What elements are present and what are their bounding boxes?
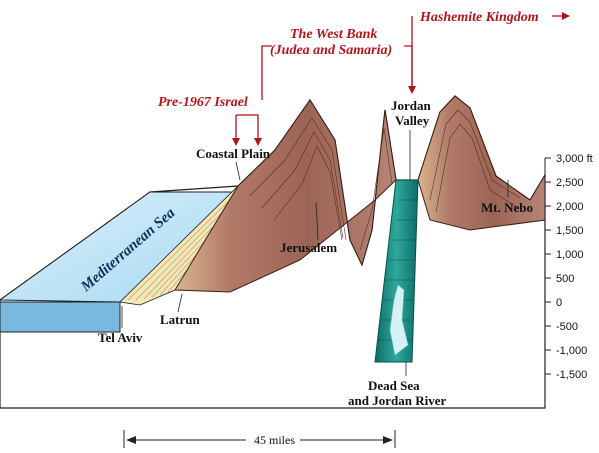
region-arrowheads [232, 12, 570, 146]
tick-label: 3,000 ft [556, 153, 593, 165]
label-distance: 45 miles [254, 433, 295, 447]
label-pre-1967-israel: Pre-1967 Israel [158, 95, 248, 110]
tick-label: 1,000 [556, 249, 584, 261]
dead-sea-water [389, 284, 409, 356]
tick-label: 0 [556, 297, 562, 309]
label-latrun: Latrun [160, 312, 201, 327]
label-hashemite-kingdom: Hashemite Kingdom [419, 10, 539, 25]
label-jordan-river: and Jordan River [348, 393, 446, 408]
region-arrows [235, 15, 564, 140]
label-jordan: Jordan [391, 98, 432, 113]
tick-label: 2,500 [556, 177, 584, 189]
label-jerusalem: Jerusalem [280, 240, 337, 255]
tick-label: -1,000 [556, 345, 587, 357]
tick-label: 1,500 [556, 225, 584, 237]
label-judea-samaria: (Judea and Samaria) [270, 43, 392, 58]
label-valley: Valley [395, 113, 430, 128]
label-west-bank: The West Bank [290, 27, 377, 42]
label-mt-nebo: Mt. Nebo [481, 200, 533, 215]
tick-label: 2,000 [556, 201, 584, 213]
label-coastal-plain: Coastal Plain [196, 146, 271, 161]
eastern-terrain [417, 95, 546, 231]
terrain-contours [249, 109, 521, 251]
elevation-ticks [545, 157, 551, 375]
tick-label: 500 [556, 273, 574, 285]
highland-terrain [174, 99, 397, 293]
leader-lines [121, 130, 509, 376]
label-dead-sea: Dead Sea [368, 378, 420, 393]
distance-arrowheads [126, 436, 393, 444]
sea-front-face [0, 301, 121, 333]
jordan-rift [374, 179, 419, 363]
tick-label: -1,500 [556, 369, 587, 381]
label-tel-aviv: Tel Aviv [98, 330, 143, 345]
rift-strata [378, 199, 416, 341]
tick-label: -500 [556, 321, 578, 333]
distance-scale [123, 430, 396, 448]
